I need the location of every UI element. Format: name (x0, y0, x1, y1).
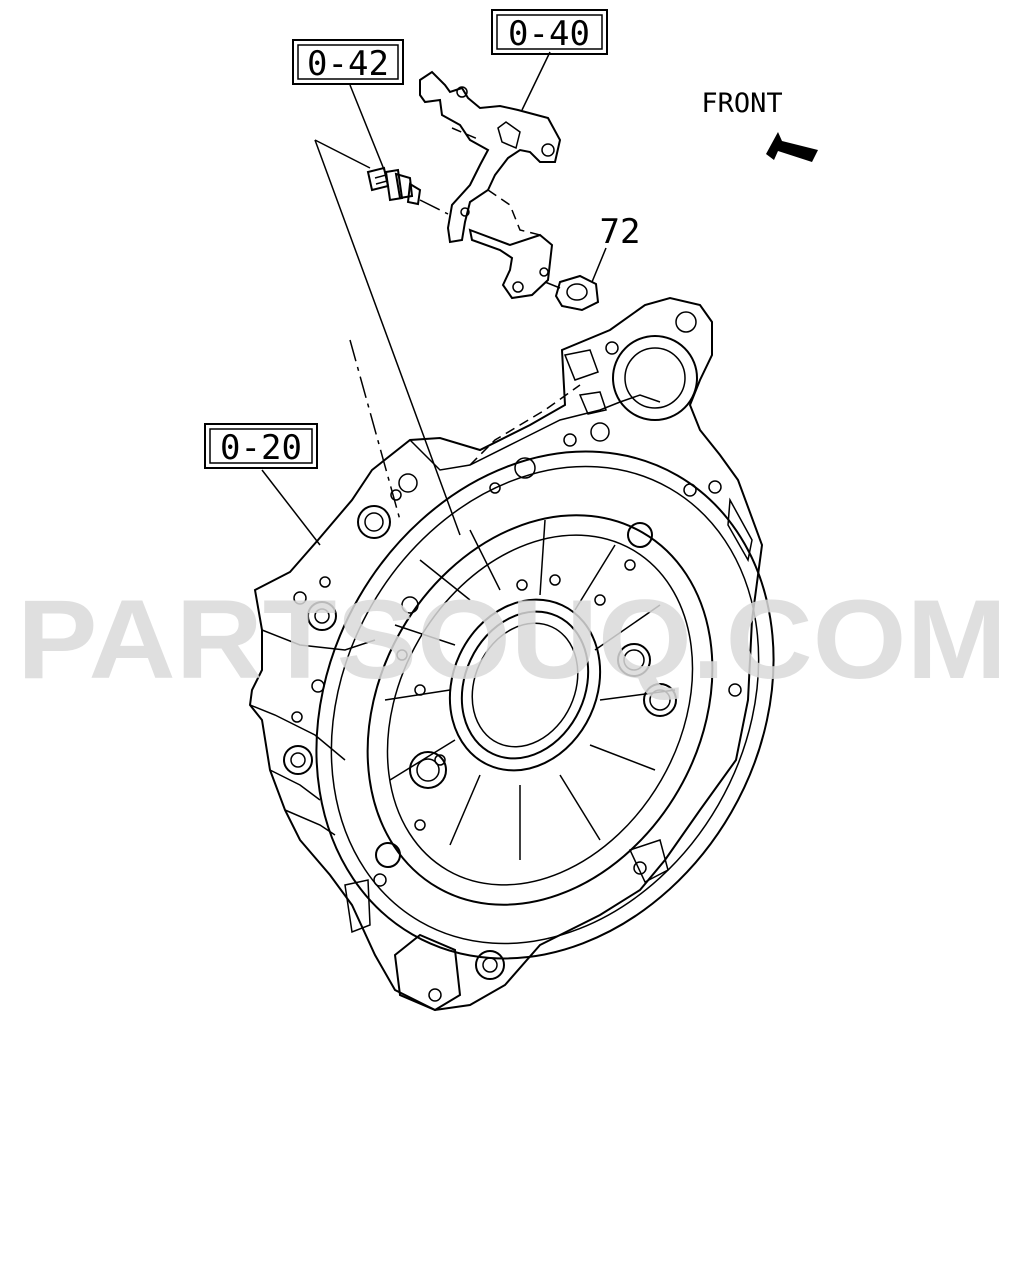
flywheel-housing[interactable] (226, 296, 863, 1042)
watermark-text: PARTSOUQ.COM (17, 577, 1007, 702)
stud-bolt[interactable] (366, 166, 422, 206)
callout-label: 0-20 (220, 428, 302, 468)
arrow-up-left-icon (766, 132, 818, 162)
callout-0-42[interactable]: 0-42 (292, 39, 404, 85)
callout-label: 0-40 (508, 14, 590, 54)
callout-72[interactable]: 72 (600, 212, 641, 252)
leader-lines (261, 51, 607, 546)
callout-0-40[interactable]: 0-40 (491, 9, 608, 55)
front-label: FRONT (701, 88, 782, 119)
front-indicator: FRONT (701, 88, 818, 162)
flange-nut[interactable] (554, 274, 600, 312)
callout-label: 72 (600, 212, 641, 252)
callout-label: 0-42 (307, 44, 389, 84)
bracket[interactable] (419, 70, 562, 300)
callout-0-20[interactable]: 0-20 (204, 423, 318, 469)
